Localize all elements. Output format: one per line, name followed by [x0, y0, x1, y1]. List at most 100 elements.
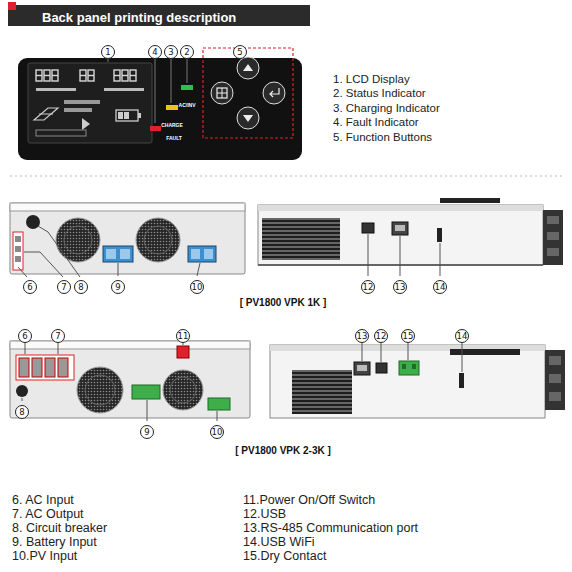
legend-item: 5. Function Buttons — [333, 131, 432, 143]
front-panel — [64, 108, 92, 112]
callout-number-slot: 6 — [18, 325, 32, 343]
front-panel — [263, 82, 285, 104]
callout-number-slot: 7 — [57, 276, 71, 294]
legend-item-slot: 2. Status Indicator — [333, 83, 426, 101]
front-panel — [44, 70, 50, 81]
front-panel — [88, 70, 94, 81]
separator — [10, 175, 565, 176]
front-panel — [80, 70, 86, 81]
unit-1k-bottom — [15, 236, 21, 242]
callout-number: 9 — [111, 280, 125, 294]
indicator-label-slot: AC/INV — [179, 93, 196, 111]
legend-item: 2. Status Indicator — [333, 87, 426, 99]
unit-2-3k-bottom — [77, 367, 123, 413]
callout-number-slot: 14 — [455, 325, 470, 343]
unit-1k-side — [392, 222, 408, 235]
unit-2-3k-bottom — [208, 398, 230, 410]
callout-number-slot: 15 — [401, 325, 416, 343]
unit-2-3k-bottom — [16, 355, 74, 380]
leader-line — [147, 400, 148, 421]
leader-line — [400, 236, 401, 276]
leader-line — [462, 339, 463, 372]
callout-number-slot: 6 — [23, 276, 37, 294]
unit-1k-bottom — [13, 232, 23, 270]
unit-1k-bottom — [56, 218, 100, 262]
front-panel — [243, 64, 253, 71]
callout-number-slot: 11 — [176, 325, 191, 343]
unit-2-3k-bottom — [45, 358, 55, 377]
front-panel — [270, 88, 279, 97]
front-panel — [36, 70, 42, 81]
unit-1k-bottom — [10, 203, 245, 211]
unit-2-3k-side — [354, 362, 370, 375]
callout-number: 14 — [455, 329, 470, 343]
front-panel — [28, 63, 152, 143]
unit-2-3k-side — [292, 370, 352, 414]
unit-2-3k-side — [399, 361, 419, 375]
front-panel — [237, 57, 259, 79]
unit-2-3k-side — [545, 350, 565, 410]
indicator-label: FAULT — [166, 135, 182, 141]
unit-2-3k-bottom — [10, 341, 250, 349]
front-panel — [39, 114, 53, 115]
leader-line — [22, 339, 462, 421]
front-panel — [104, 88, 144, 91]
model-caption: [ PV1800 VPK 1K ] — [240, 297, 327, 308]
title-bar — [8, 5, 310, 26]
part-name-slot: 8. Circuit breaker — [12, 518, 107, 536]
unit-2-3k-bottom — [85, 375, 115, 405]
unit-1k-bottom — [15, 256, 21, 262]
front-panel — [217, 88, 227, 98]
unit-1k-bottom — [64, 226, 92, 254]
indicator-label: AC/INV — [179, 102, 196, 108]
callout-number: 4 — [148, 45, 162, 59]
leader-line — [440, 243, 441, 276]
callout-number: 11 — [176, 329, 191, 343]
front-panel — [217, 93, 227, 94]
unit-2-3k-side — [459, 373, 464, 388]
callout-number: 6 — [23, 280, 37, 294]
callout-number-slot: 12 — [374, 325, 389, 343]
unit-2-3k-side — [402, 364, 406, 369]
leader-line — [24, 252, 63, 277]
leader-line — [18, 267, 27, 277]
unit-1k-bottom — [136, 218, 180, 262]
leader-line — [197, 263, 200, 276]
part-name: 13.RS-485 Communication port — [243, 521, 418, 535]
front-panel — [82, 118, 90, 130]
callout-number: 13 — [393, 280, 408, 294]
leader-line — [108, 56, 187, 123]
callout-number-slot: 9 — [111, 276, 125, 294]
callout-number-slot: 9 — [140, 421, 154, 439]
front-panel — [116, 110, 138, 121]
legend-item-slot: 4. Fault Indicator — [333, 112, 419, 130]
callout-number-slot: 14 — [433, 276, 448, 294]
unit-1k-side — [543, 210, 563, 265]
unit-2-3k-bottom — [19, 358, 29, 377]
unit-1k-bottom — [103, 246, 133, 262]
callout-number: 10 — [210, 425, 225, 439]
callout-number: 2 — [180, 45, 194, 59]
leader-line — [155, 56, 156, 123]
unit-2-3k-side — [412, 364, 416, 369]
unit-1k-bottom — [191, 249, 200, 259]
unit-1k-bottom — [10, 203, 245, 274]
unit-1k-side — [258, 198, 563, 265]
part-name-slot: 9. Battery Input — [12, 532, 97, 550]
unit-2-3k-side — [549, 374, 561, 383]
leader-line — [368, 234, 369, 276]
callout-number: 6 — [18, 329, 32, 343]
legend-item: 1. LCD Display — [333, 73, 410, 85]
callout-number-slot: 2 — [180, 41, 194, 59]
unit-1k-side — [362, 223, 374, 233]
unit-2-3k-bottom — [10, 341, 250, 418]
unit-2-3k-side — [450, 349, 520, 355]
part-name: 12.USB — [243, 507, 286, 521]
front-panel — [114, 70, 120, 81]
legend-item-slot: 5. Function Buttons — [333, 127, 432, 145]
part-name: 10.PV Input — [12, 549, 77, 563]
panel-title-slot: Back panel printing description — [42, 8, 236, 26]
front-panel — [34, 108, 58, 120]
part-name: 15.Dry Contact — [243, 549, 326, 563]
